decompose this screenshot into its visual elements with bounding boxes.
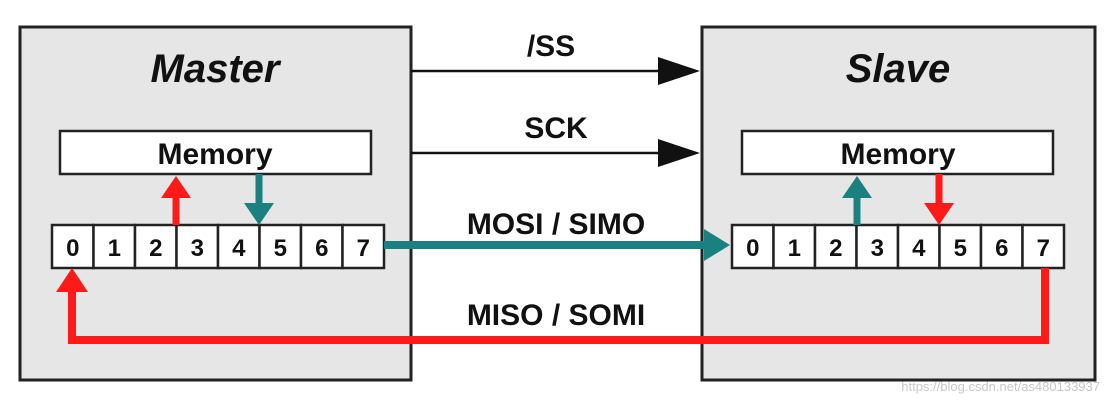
master-block: Master Memory 0 1 2 3 4 5 6 7 [18,25,413,382]
slave-title: Slave [846,47,951,91]
slave-write-arrow [924,174,954,225]
master-register-bit-label: 7 [357,235,370,262]
master-register-bit-label: 1 [108,235,121,262]
master-register-cell [50,223,95,270]
master-register-cell [258,223,303,270]
slave-memory-box [740,129,1055,176]
master-register-cell [133,223,178,270]
mosi-signal: MOSI / SIMO [384,208,730,261]
miso-arrowhead [56,268,88,292]
master-register-bit-label: 5 [274,235,287,262]
master-memory-box [58,129,373,176]
mosi-arrowhead [704,229,730,261]
master-register-bit-label: 3 [191,235,204,262]
master-register-cell [341,223,386,270]
master-shift-register: 0 1 2 3 4 5 6 7 [50,223,386,270]
slave-register-bit-label: 4 [912,235,926,262]
slave-register-cell [979,223,1024,270]
sck-signal: SCK [411,112,700,167]
master-memory-label: Memory [157,138,272,171]
miso-label: MISO / SOMI [467,299,645,332]
ss-label: /SS [527,30,575,63]
slave-teal-arrowhead [842,176,872,198]
slave-register-cell [855,223,900,270]
slave-register-bit-label: 6 [995,235,1008,262]
master-register-bit-label: 2 [149,235,162,262]
slave-read-arrow [842,176,872,225]
master-title: Master [151,47,282,91]
slave-red-arrowhead [924,203,954,225]
sck-label: SCK [524,112,588,145]
mosi-label: MOSI / SIMO [467,208,645,241]
master-red-arrowhead [161,176,191,198]
miso-line [68,268,1049,344]
master-write-arrow [244,174,274,225]
miso-signal: MISO / SOMI [56,268,1049,344]
slave-shift-register: 0 1 2 3 4 5 6 7 [730,223,1066,270]
master-teal-arrowhead [244,203,274,225]
master-register-cell [216,223,261,270]
slave-panel [700,25,1097,382]
slave-block: Slave Memory 0 1 2 3 4 5 6 7 [700,25,1097,382]
slave-register-bit-label: 7 [1037,235,1050,262]
ss-signal: /SS [411,30,700,85]
slave-register-bit-label: 5 [954,235,967,262]
slave-register-bit-label: 1 [788,235,801,262]
master-register-cell [299,223,344,270]
ss-arrowhead [658,57,700,85]
slave-memory-label: Memory [840,138,955,171]
master-read-arrow [161,176,191,225]
master-register-bit-label: 0 [66,235,79,262]
sck-arrowhead [658,139,700,167]
master-register-bit-label: 6 [315,235,328,262]
master-panel [18,25,413,382]
slave-register-bit-label: 2 [829,235,842,262]
slave-register-bit-label: 0 [746,235,759,262]
master-register-bit-label: 4 [232,235,246,262]
slave-register-cell [896,223,941,270]
slave-register-bit-label: 3 [871,235,884,262]
watermark: https://blog.csdn.net/as480133937 [901,379,1100,394]
slave-register-cell [1021,223,1066,270]
